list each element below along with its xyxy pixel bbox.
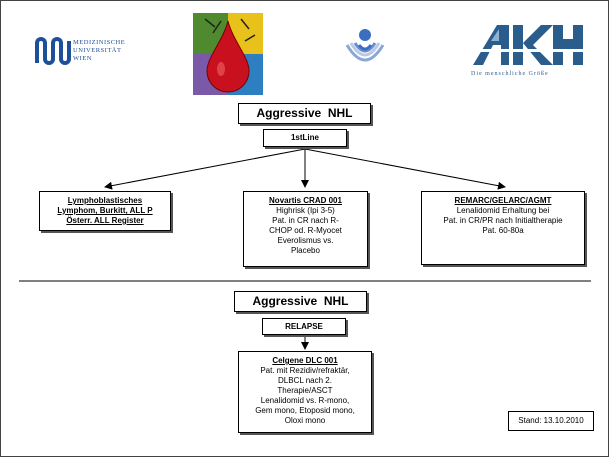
section1-line-label: 1stLine <box>263 129 347 147</box>
section1-title-text: Aggressive NHL <box>256 106 353 120</box>
meduni-emblem-icon <box>35 37 71 65</box>
meduni-wien-logo: MEDIZINISCHE UNIVERSITÄT WIEN <box>33 33 143 73</box>
section1-line-text: 1stLine <box>290 133 319 142</box>
branch-lymphoblastisches: Lymphoblastisches Lymphom, Burkitt, ALL … <box>39 191 171 231</box>
stand-date-box: Stand: 13.10.2010 <box>508 411 594 431</box>
section1-title: Aggressive NHL <box>238 103 371 124</box>
blood-drop-logo <box>193 13 263 95</box>
branch-novartis-title: Novartis CRAD 001 <box>269 196 342 205</box>
branch-novartis-line-2: Pat. in CR nach R- <box>272 216 339 225</box>
trial-celgene-line-3: Therapie/ASCT <box>277 386 333 395</box>
trial-celgene-line-2: DLBCL nach 2. <box>278 376 332 385</box>
trial-celgene-line-5: Gem mono, Etoposid mono, <box>255 406 355 415</box>
branch-remarc-line-2: Pat. in CR/PR nach Initialtherapie <box>443 216 563 225</box>
branch-novartis-crad001: Novartis CRAD 001 Highrisk (Ipi 3-5) Pat… <box>243 191 368 267</box>
branch-novartis-line-5: Placebo <box>291 246 320 255</box>
meduni-text-line-2: UNIVERSITÄT <box>73 47 122 54</box>
branch-remarc-title: REMARC/GELARC/AGMT <box>454 196 552 205</box>
trial-celgene-line-1: Pat. mit Rezidiv/refraktär, <box>260 366 350 375</box>
branch-remarc-line-3: Pat. 60-80a <box>482 226 524 235</box>
meduni-text-line-1: MEDIZINISCHE <box>73 39 126 46</box>
branch-lymphoblastisches-title-1: Lymphoblastisches <box>67 196 143 205</box>
arrow-to-remarc <box>304 148 506 190</box>
trial-celgene-line-6: Oloxi mono <box>284 416 326 425</box>
section2-title: Aggressive NHL <box>234 291 367 312</box>
arrow-to-lymphoblastisches <box>104 148 306 190</box>
section2-line-text: RELAPSE <box>285 322 323 331</box>
akh-wordmark-icon <box>471 25 583 65</box>
meduni-text-line-3: WIEN <box>73 55 92 62</box>
akh-logo: Die menschliche Größe <box>471 21 583 83</box>
blood-drop-icon <box>193 13 263 95</box>
section2-title-text: Aggressive NHL <box>252 294 349 308</box>
trial-celgene-title: Celgene DLC 001 <box>272 356 338 365</box>
akh-tagline: Die menschliche Größe <box>471 71 549 77</box>
branch-remarc: REMARC/GELARC/AGMT Lenalidomid Erhaltung… <box>421 191 585 265</box>
trial-celgene-line-4: Lenalidomid vs. R-mono, <box>260 396 350 405</box>
branch-novartis-line-1: Highrisk (Ipi 3-5) <box>276 206 335 215</box>
arc-person-icon <box>345 29 385 62</box>
branch-remarc-line-1: Lenalidomid Erhaltung bei <box>456 206 550 215</box>
branch-novartis-line-3: CHOP od. R-Myocet <box>269 226 342 235</box>
branch-novartis-line-4: Everolismus vs. <box>277 236 334 245</box>
trial-celgene-dlc001: Celgene DLC 001 Pat. mit Rezidiv/refrakt… <box>238 351 372 433</box>
section2-line-label: RELAPSE <box>262 318 346 335</box>
arc-person-logo <box>341 27 389 71</box>
branch-lymphoblastisches-title-2: Lymphom, Burkitt, ALL P <box>57 206 153 215</box>
branch-lymphoblastisches-title-3: Österr. ALL Register <box>66 216 144 225</box>
stand-date-text: Stand: 13.10.2010 <box>518 416 584 425</box>
